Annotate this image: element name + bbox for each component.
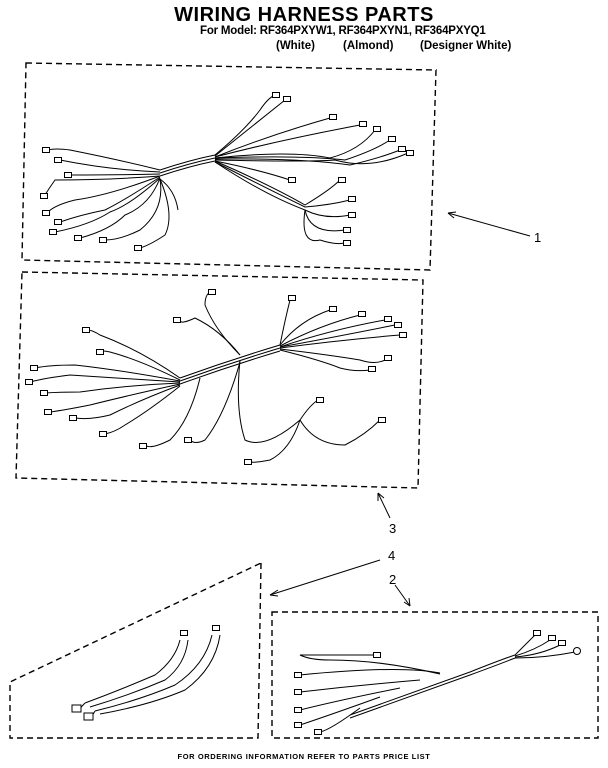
callout-leaders — [269, 211, 531, 607]
harness-1-connectors — [40, 92, 414, 251]
harness-2-frame — [271, 611, 599, 739]
color-designer-white: (Designer White) — [420, 40, 512, 52]
callout-2: 2 — [389, 572, 397, 587]
callout-1: 1 — [534, 230, 542, 245]
callout-4: 4 — [388, 548, 396, 563]
harness-2 — [299, 634, 576, 733]
harness-1-frame — [21, 62, 437, 271]
harness-4-frame — [9, 561, 262, 739]
model-numbers: For Model: RF364PXYW1, RF364PXYN1, RF364… — [200, 25, 486, 37]
harness-2-connectors — [294, 630, 581, 735]
harness-1 — [44, 94, 409, 249]
color-white: (White) — [276, 40, 315, 52]
harness-3-connectors — [25, 289, 407, 465]
color-almond: (Almond) — [343, 40, 394, 52]
harness-3 — [29, 291, 401, 463]
ordering-note: FOR ORDERING INFORMATION REFER TO PARTS … — [177, 752, 431, 761]
harness-4 — [77, 634, 221, 721]
harness-3-frame — [15, 271, 424, 489]
callout-3: 3 — [389, 521, 397, 536]
page-title: WIRING HARNESS PARTS — [174, 4, 434, 26]
harness-4-connectors — [71, 625, 220, 721]
